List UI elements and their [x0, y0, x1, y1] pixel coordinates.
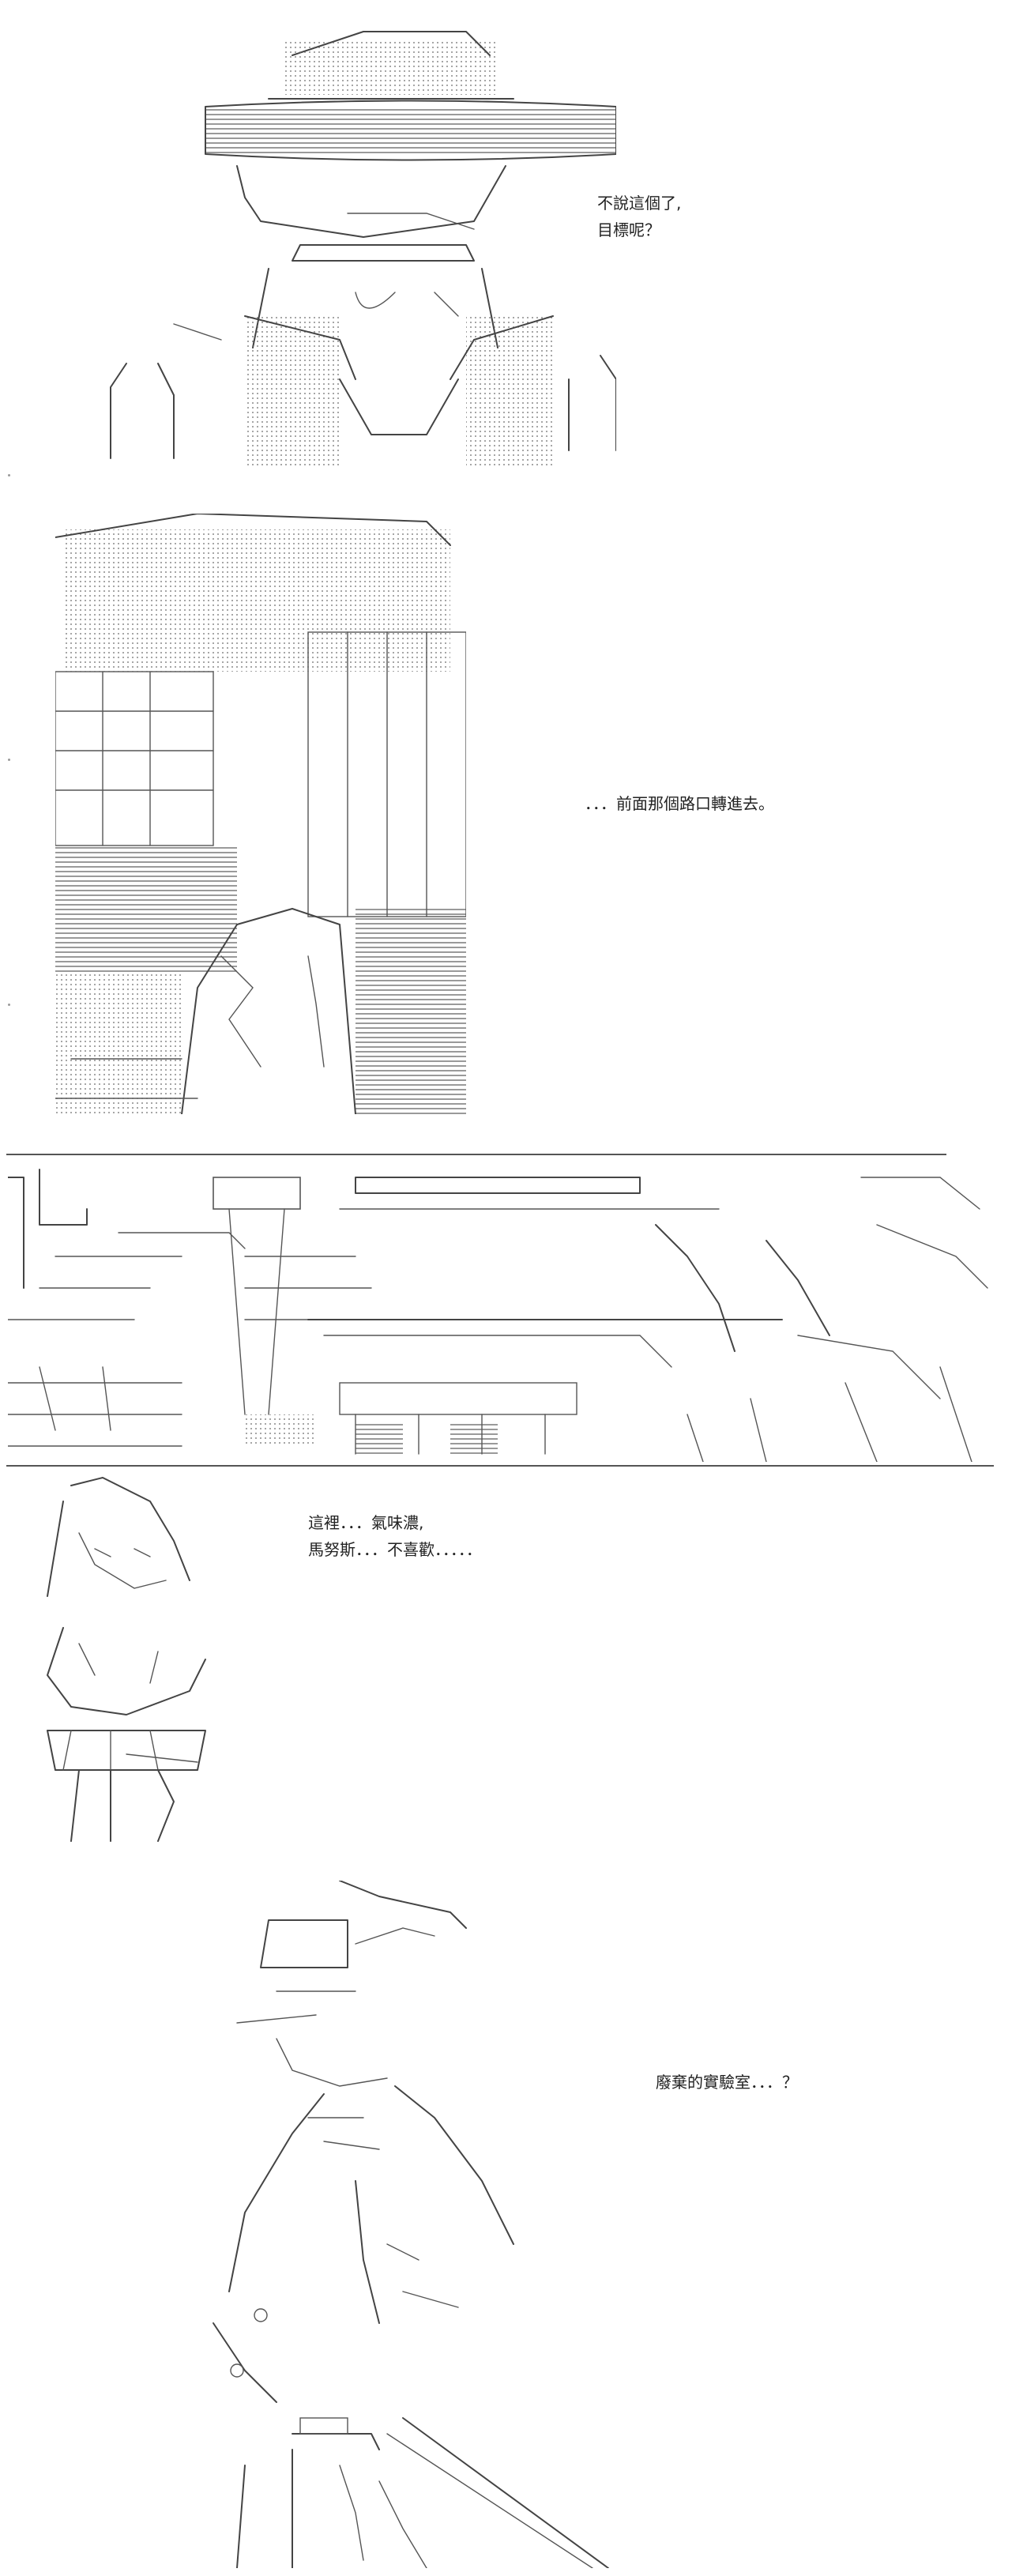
dialogue-text: 這裡．．．氣味濃, 馬努斯．．．不喜歡．．．．． — [308, 1509, 482, 1563]
panel-2: ．．．前面那個路口轉進去。 — [0, 506, 1027, 1130]
city-street-art — [8, 1162, 1003, 1462]
dialogue-line: 馬努斯．．．不喜歡．．．．． — [308, 1540, 482, 1559]
stray-mark — [8, 759, 10, 761]
dialogue-text: 廢棄的實驗室．．．？ — [656, 2069, 798, 2096]
panel-3: 這裡．．．氣味濃, 馬努斯．．．不喜歡．．．．． — [0, 1130, 1027, 1865]
dialogue-line: 目標呢？ — [597, 220, 660, 239]
panel-border-top — [6, 1154, 946, 1155]
dialogue-line: 不說這個了, — [597, 194, 682, 213]
panel-4: 廢棄的實驗室．．．？ — [0, 1865, 1027, 2576]
dialogue-line: ．．．前面那個路口轉進去。 — [585, 794, 774, 813]
panel-border-bottom — [6, 1465, 994, 1467]
dialogue-text: ．．．前面那個路口轉進去。 — [585, 790, 774, 817]
character-with-sword-art — [198, 1881, 640, 2568]
girl-figure-art — [16, 1470, 237, 1849]
character-with-hat-art — [95, 8, 616, 482]
panel-1: 不說這個了, 目標呢？ — [0, 0, 1027, 506]
dialogue-line: 廢棄的實驗室．．．？ — [656, 2073, 798, 2092]
alley-entrance-art — [55, 514, 466, 1114]
stray-mark — [8, 1004, 10, 1006]
dialogue-text: 不說這個了, 目標呢？ — [597, 190, 681, 243]
stray-mark — [8, 474, 10, 476]
dialogue-line: 這裡．．．氣味濃, — [308, 1513, 424, 1532]
